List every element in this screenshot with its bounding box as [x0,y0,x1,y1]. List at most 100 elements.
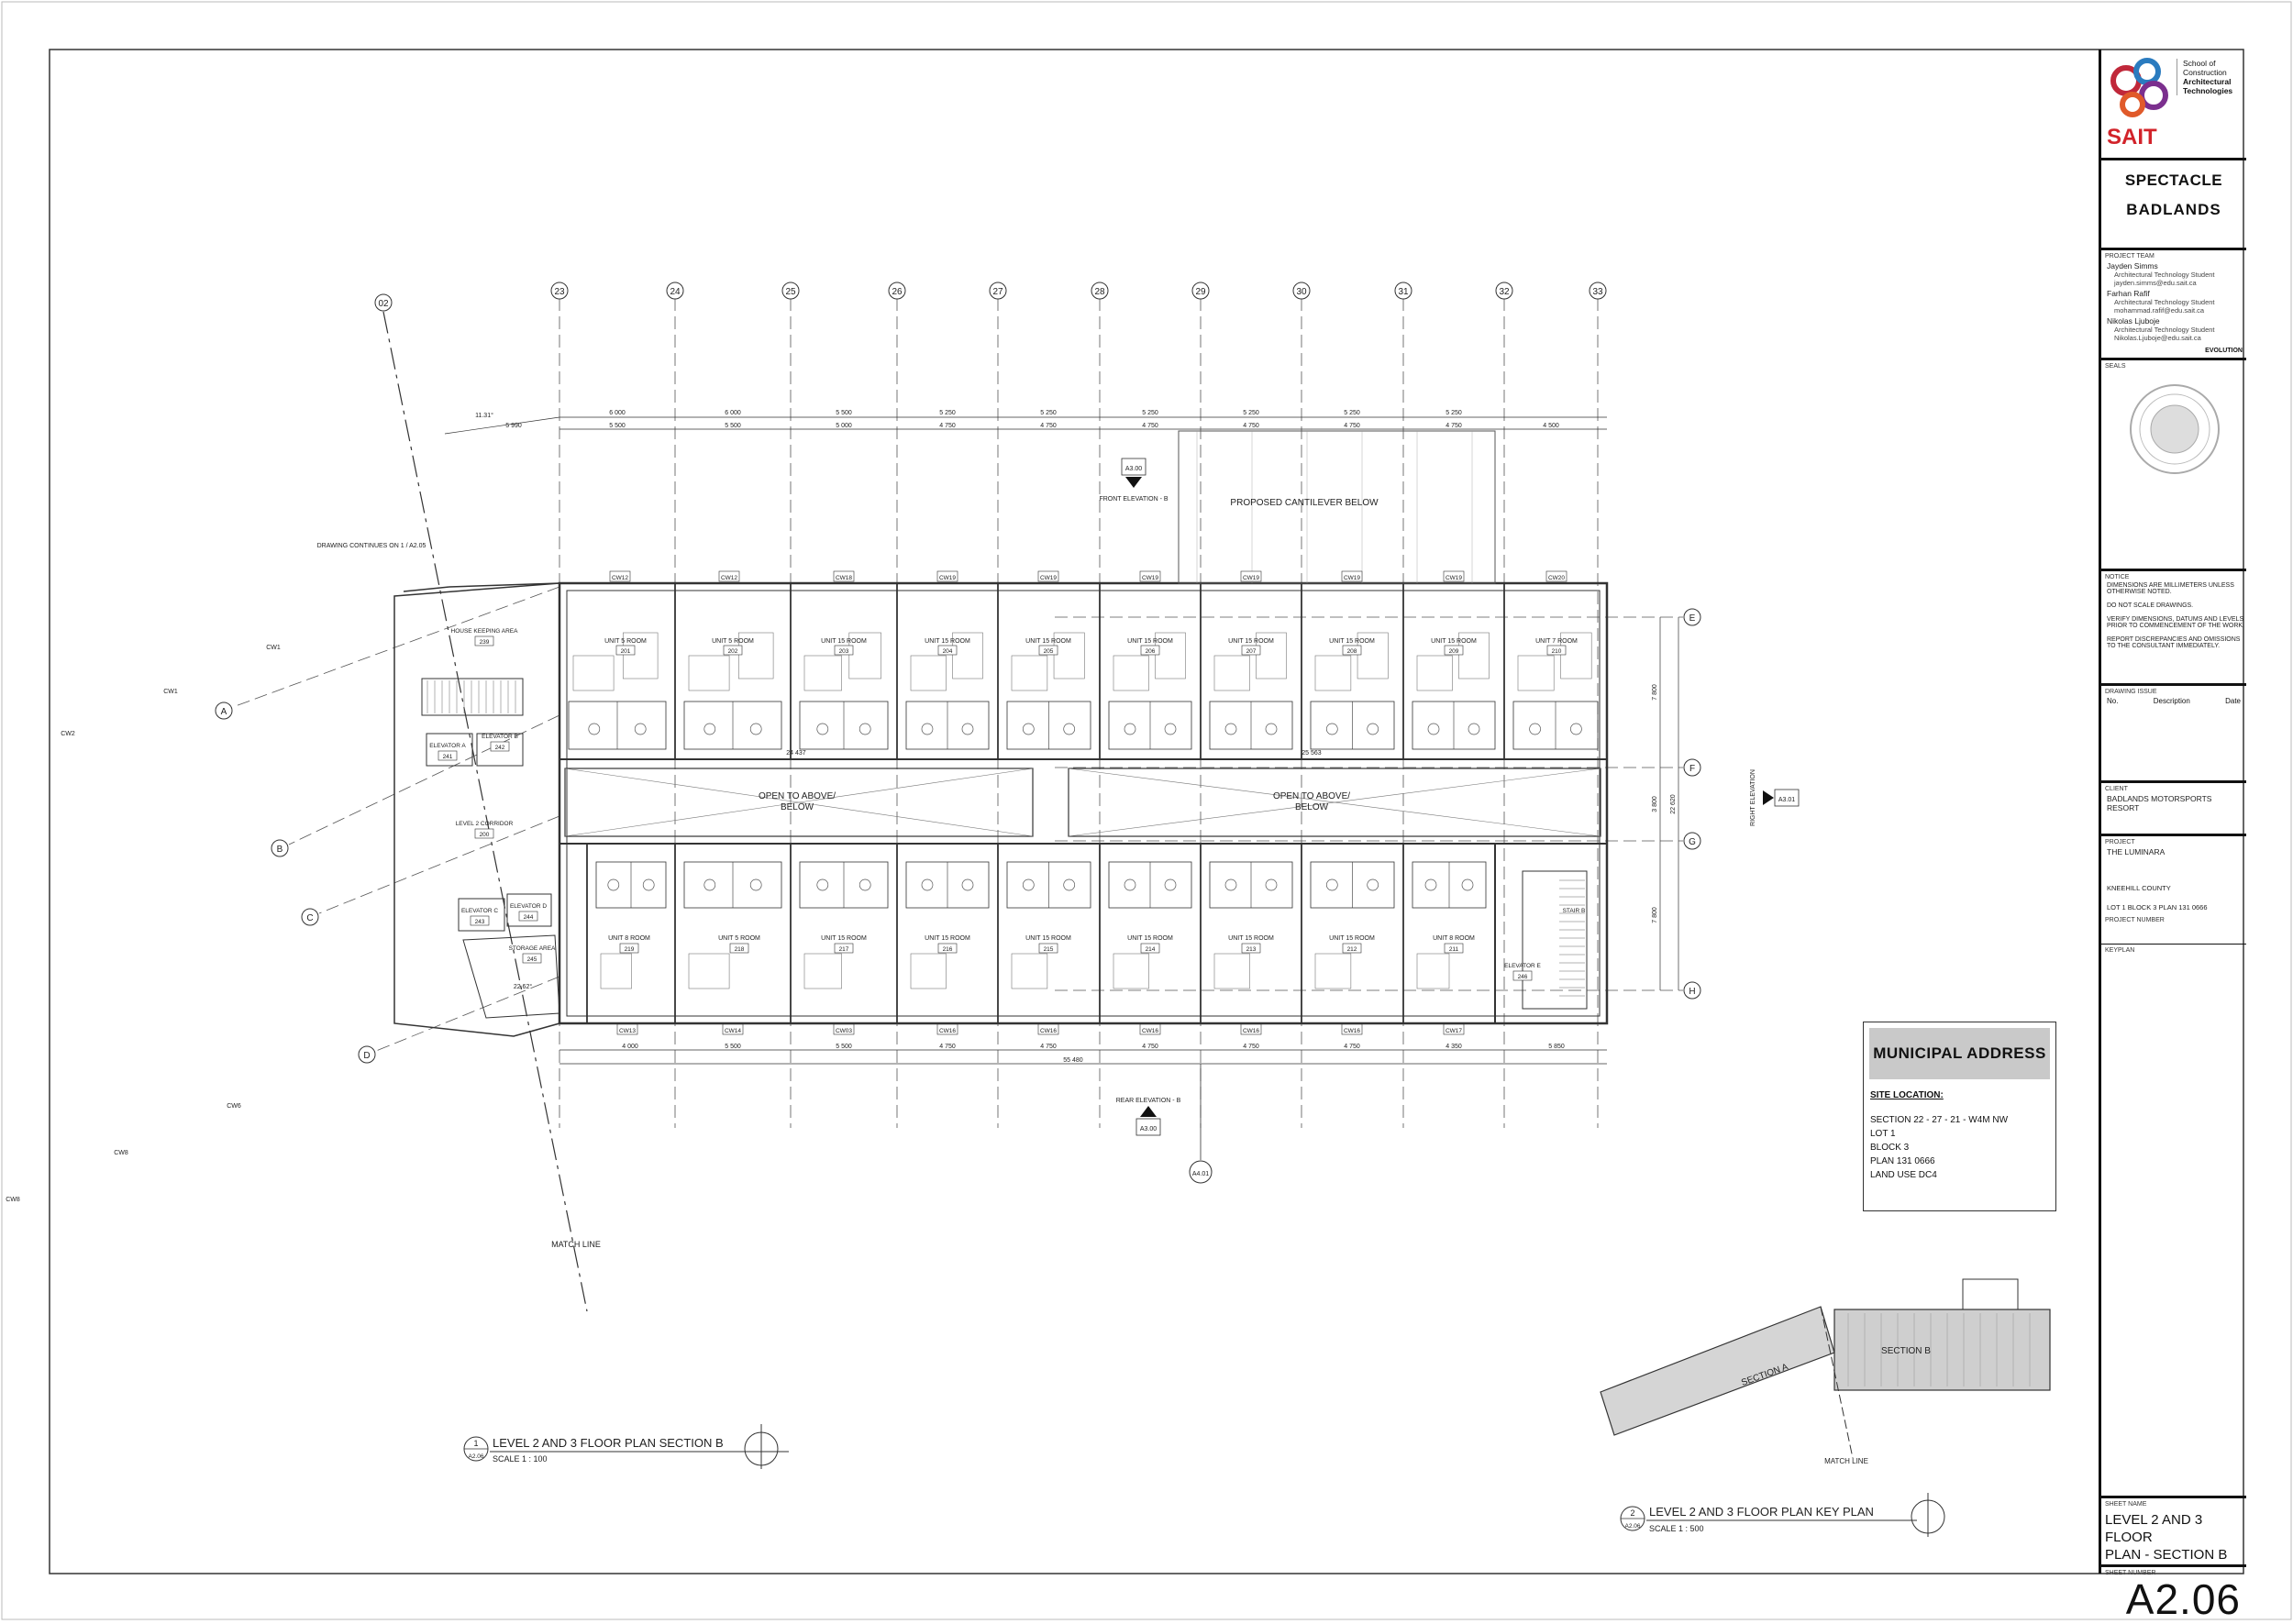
bed [910,953,947,989]
window-tag: CW17 [1446,1028,1462,1034]
grid-bubble [374,293,393,312]
open-diag [564,768,1034,837]
window-tag-box [936,1023,958,1035]
left-wing-outline [393,582,560,1037]
toilet [1265,878,1278,891]
room-number-box [1038,645,1058,656]
dimension-text: 24 437 [786,750,806,757]
right-elevation-label: RIGHT ELEVATION [1750,769,1756,826]
toilet [1224,878,1237,891]
bed [803,655,842,691]
grid-column-label: 27 [992,287,1003,297]
rear-elevation-ref: A3.00 [1140,1126,1157,1132]
school-logo-section: SAIT School of Construction Architectura… [2101,50,2246,155]
municipal-address-heading: MUNICIPAL ADDRESS [1869,1028,2050,1079]
plan-geometry [215,282,2051,1537]
room-number-box [490,741,510,752]
building-inner-wall [566,590,1601,1017]
bed [1517,655,1555,691]
grid-bubble [1589,282,1607,300]
toilet [1461,878,1474,891]
dimension-text: 4 350 [1446,1044,1462,1050]
site-line: LAND USE DC4 [1870,1170,1937,1180]
cantilever-label: PROPOSED CANTILEVER BELOW [1230,498,1379,508]
dimension-text: 5 250 [939,410,956,416]
room-name: STAIR B [1563,908,1586,914]
title2-scale: SCALE 1 : 500 [1649,1524,1704,1533]
open-to-below-label: BELOW [781,802,814,812]
room-name: UNIT 15 ROOM [1025,935,1071,942]
site-line: LOT 1 [1870,1129,1896,1139]
toilet [1124,878,1136,891]
dimension-text: 55 480 [1063,1057,1083,1064]
room-name: UNIT 15 ROOM [1431,638,1477,645]
dimension-text: 4 750 [1243,1044,1259,1050]
toilet [921,723,934,735]
grid-bubble [1495,282,1513,300]
school-line: Technologies [2183,86,2233,95]
grid-row-label: G [1689,837,1696,847]
room-number-box [1140,645,1160,656]
grid-column-label: 28 [1094,287,1105,297]
window-tag: CW16 [939,1028,956,1034]
dimension-text: 5 250 [1446,410,1462,416]
dimension-text: 4 750 [1446,423,1462,429]
room-number: 212 [1347,946,1357,953]
toilet [858,878,871,891]
notice-line: VERIFY DIMENSIONS, DATUMS AND LEVELS PRI… [2107,616,2244,629]
window-tag-box [1341,570,1363,582]
room-name: STORAGE AREA [509,945,556,952]
team-member-role: Architectural Technology Student [2114,326,2215,334]
window-tag: CW19 [1446,575,1462,581]
notice-line: DIMENSIONS ARE MILLIMETERS UNLESS OTHERW… [2107,582,2234,595]
toilet [1265,723,1278,735]
room-name: UNIT 5 ROOM [718,935,760,942]
bed [1314,655,1352,691]
window-tag: CW12 [612,575,628,581]
room-number: 245 [527,956,537,963]
toilet [1022,723,1035,735]
toilet [1424,878,1437,891]
title2-number: 2 [1630,1508,1634,1518]
team-member-role: Architectural Technology Student [2114,298,2215,306]
notice-section: NOTICE DIMENSIONS ARE MILLIMETERS UNLESS… [2101,569,2246,686]
window-tag: CW16 [1344,1028,1360,1034]
bed [1213,655,1250,691]
room-number-box [522,953,542,964]
room-name: UNIT 15 ROOM [1025,638,1071,645]
grid-row-label: F [1689,764,1695,774]
toilet [1570,723,1582,735]
window-tag: CW12 [721,575,737,581]
project-team-section: PROJECT TEAM Jayden Simms Architectural … [2101,248,2246,360]
grid-column-label: 31 [1398,287,1409,297]
bed [803,953,842,989]
toilet [1164,723,1177,735]
toilet [858,723,871,735]
seal-stamp [2130,384,2220,474]
window-tag-box [1545,570,1567,582]
dimension-text: 4 750 [1040,1044,1057,1050]
room-name: UNIT 7 ROOM [1535,638,1578,645]
curtain-wall-tag: CW8 [6,1197,20,1203]
grid-bubble [1683,981,1701,1000]
badlands-logo: BADLANDS [2126,201,2221,218]
curtain-wall-tag: CW1 [163,689,178,695]
dimension-text: 5 990 [505,423,522,429]
dimension-text: 5 500 [836,410,852,416]
dimension-text: 4 750 [1142,1044,1158,1050]
toilet [749,878,762,891]
room-name: UNIT 15 ROOM [925,638,970,645]
dimension-text: 5 500 [609,423,626,429]
room-number-box [1512,970,1533,981]
window-tag: CW19 [1243,575,1259,581]
room-number: 203 [839,648,849,655]
open-diag [1068,768,1601,837]
room-number: 200 [480,832,490,838]
dimension-text: 4 000 [622,1044,638,1050]
room-name: UNIT 5 ROOM [604,638,647,645]
team-member-role: Architectural Technology Student [2114,271,2215,279]
grid-column-label: 33 [1592,287,1603,297]
window-tag-box [609,570,631,582]
toilet [1063,878,1076,891]
site-line: SECTION 22 - 27 - 21 - W4M NW [1870,1115,2009,1125]
